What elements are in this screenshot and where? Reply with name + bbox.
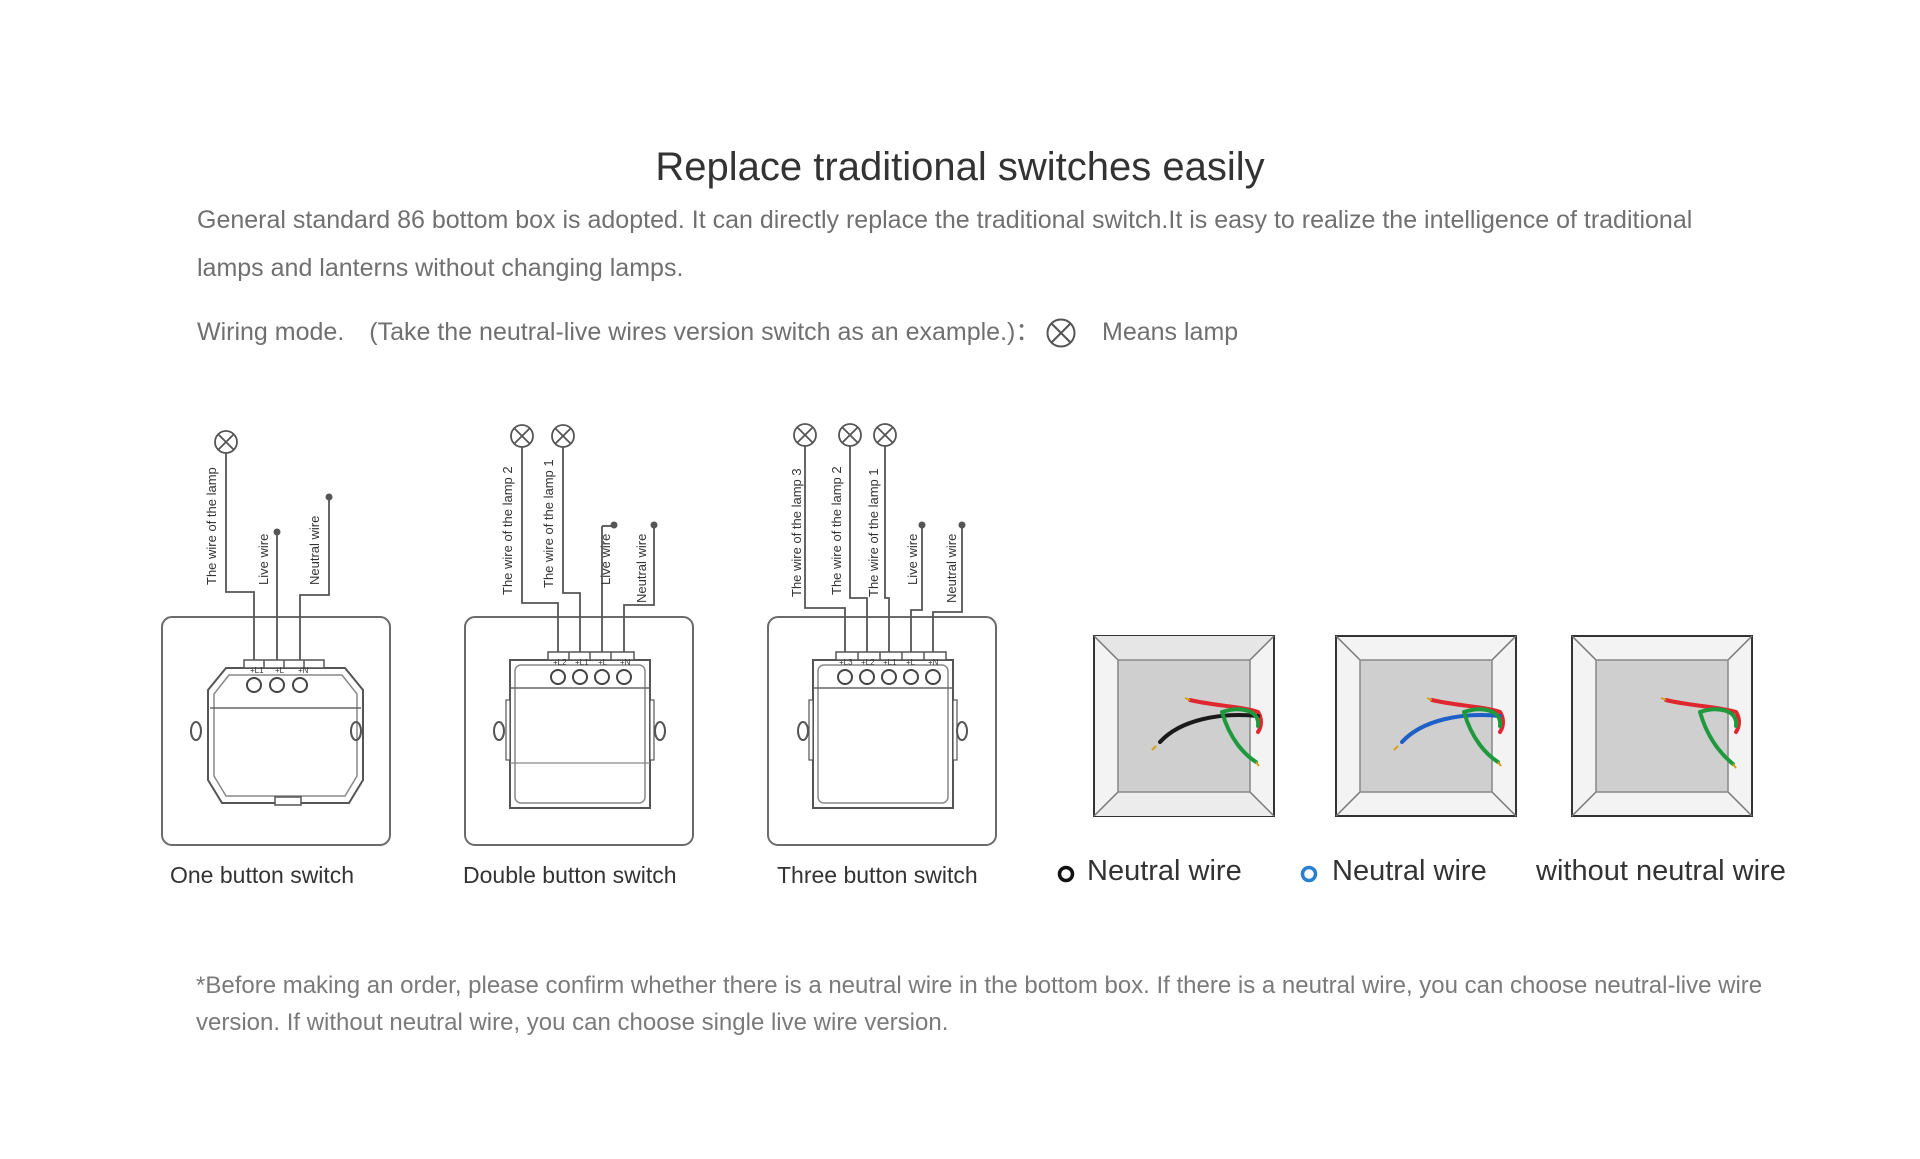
wire-label: Neutral wire — [634, 534, 649, 603]
terminal-label: +L1 — [250, 666, 264, 675]
wire-label: The wire of the lamp 1 — [866, 468, 881, 597]
three-button-switch-diagram: +L3 +L2 +L1 +L +N The wire of the lamp 3… — [767, 423, 997, 846]
terminal-label: +L3 — [839, 658, 853, 667]
terminal-label: +L — [906, 658, 916, 667]
terminal-label: +N — [928, 658, 939, 667]
bottom-box-neutral-blue — [1335, 635, 1517, 817]
double-button-switch-diagram: +L2 +L1 +L +N The wire of the lamp 2 The… — [464, 424, 694, 846]
wire-label: Neutral wire — [307, 516, 322, 585]
lamp-icon — [510, 424, 534, 448]
switch-module — [207, 667, 364, 804]
lamp-icon — [793, 423, 817, 447]
one-button-switch-diagram: +L1 +L +N The wire of the lamp Live wire… — [161, 430, 391, 846]
wire-label: Live wire — [905, 534, 920, 585]
legend-neutral-black: Neutral wire — [1087, 855, 1242, 887]
terminal-label: +N — [298, 666, 309, 675]
legend-dot-black — [1057, 865, 1075, 883]
bottom-box-without-neutral — [1571, 635, 1753, 817]
wire-label: The wire of the lamp 2 — [829, 466, 844, 595]
lamp-icon — [551, 424, 575, 448]
lamp-icon — [873, 423, 897, 447]
wire-label: Neutral wire — [944, 534, 959, 603]
lamp-cross-icon — [1046, 318, 1076, 348]
wall-plate — [464, 616, 694, 846]
terminal-label: +N — [620, 658, 631, 667]
wire-label: The wire of the lamp 1 — [541, 459, 556, 588]
legend-dot-blue — [1300, 865, 1318, 883]
wire-label: The wire of the lamp — [204, 467, 219, 585]
wiring-mode-text: Wiring mode. (Take the neutral-live wire… — [197, 318, 1041, 346]
caption-three-button: Three button switch — [777, 862, 978, 888]
terminal-label: +L1 — [883, 658, 897, 667]
page-title: Replace traditional switches easily — [655, 144, 1265, 189]
wire-label: The wire of the lamp 2 — [500, 466, 515, 595]
wire-label: The wire of the lamp 3 — [789, 468, 804, 597]
wall-plate — [767, 616, 997, 846]
means-lamp-label: Means lamp — [1102, 318, 1239, 346]
wire-label: Live wire — [256, 534, 271, 585]
lamp-icon — [214, 430, 238, 454]
legend-without-neutral: without neutral wire — [1536, 855, 1786, 887]
terminal-label: +L1 — [575, 658, 589, 667]
legend-neutral-blue: Neutral wire — [1332, 855, 1487, 887]
bottom-box-neutral-black — [1093, 635, 1275, 817]
caption-one-button: One button switch — [170, 862, 355, 888]
terminal-label: +L — [275, 666, 285, 675]
wall-plate — [161, 616, 391, 846]
lamp-icon — [838, 423, 862, 447]
order-note: *Before making an order, please confirm … — [196, 972, 1763, 1036]
wiring-mode: Wiring mode. (Take the neutral-live wire… — [197, 312, 1238, 352]
description: General standard 86 bottom box is adopte… — [197, 206, 1693, 282]
wire-label: Live wire — [598, 534, 613, 585]
terminal-label: +L2 — [861, 658, 875, 667]
terminal-label: +L2 — [553, 658, 567, 667]
caption-double-button: Double button switch — [463, 862, 677, 888]
terminal-label: +L — [598, 658, 608, 667]
